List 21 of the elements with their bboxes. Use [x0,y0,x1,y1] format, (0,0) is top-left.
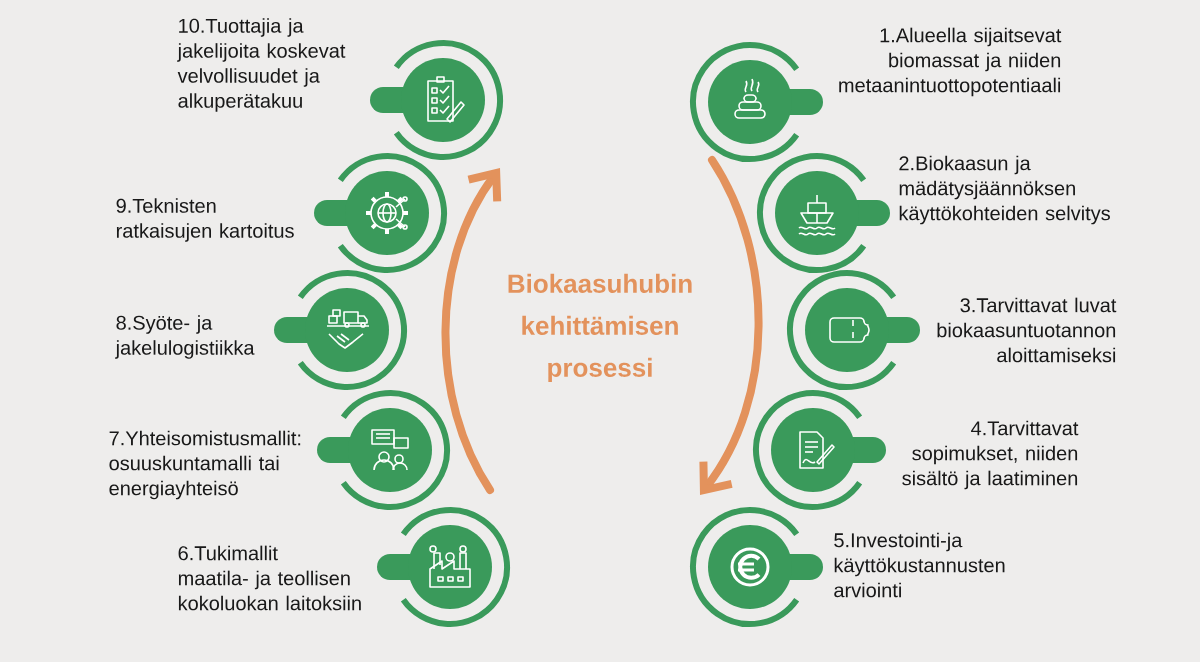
step-badge [377,507,510,627]
title: Biokaasuhubin kehittämisen prosessi [508,273,692,383]
step-label: 3.Tarvittavat luvat biokaasuntuotannon aloittamiseksi [937,297,1117,363]
step-badge [690,42,823,162]
step-badge [690,507,823,627]
step-badge [370,40,503,160]
step-badge [317,390,450,510]
step-badge [274,270,407,390]
step-label: 8.Syöte- ja jakelulogistiikka [115,315,255,359]
step-label: 2.Biokaasun ja mädätysjäännöksen käyttökohteiden selvitys [899,155,1110,225]
step-label: 10.Tuottajia ja jakelijoita koskevat velvollisuudet ja alkuperätakuu [177,18,346,112]
step-label: 4.Tarvittavat sopimukset, niiden sisältö ja laatiminen [902,420,1079,490]
step-label: 9.Teknisten ratkaisujen kartoitus [116,198,294,242]
step-badge [757,153,890,273]
step-badge [314,153,447,273]
step-badge [787,270,920,390]
step-label: 7.Yhteisomistusmallit: osuuskuntamalli tai energiayhteisö [109,430,301,500]
step-label: 1.Alueella sijaitsevat biomassat ja niiden metaanintuottopotentiaali [839,27,1062,97]
step-label: 6.Tukimallit maatila- ja teollisen kokoluokan laitoksiin [178,545,361,611]
step-label: 5.Investointi-ja käyttökustannusten arviointi [834,532,1005,598]
step-badge [753,390,886,510]
